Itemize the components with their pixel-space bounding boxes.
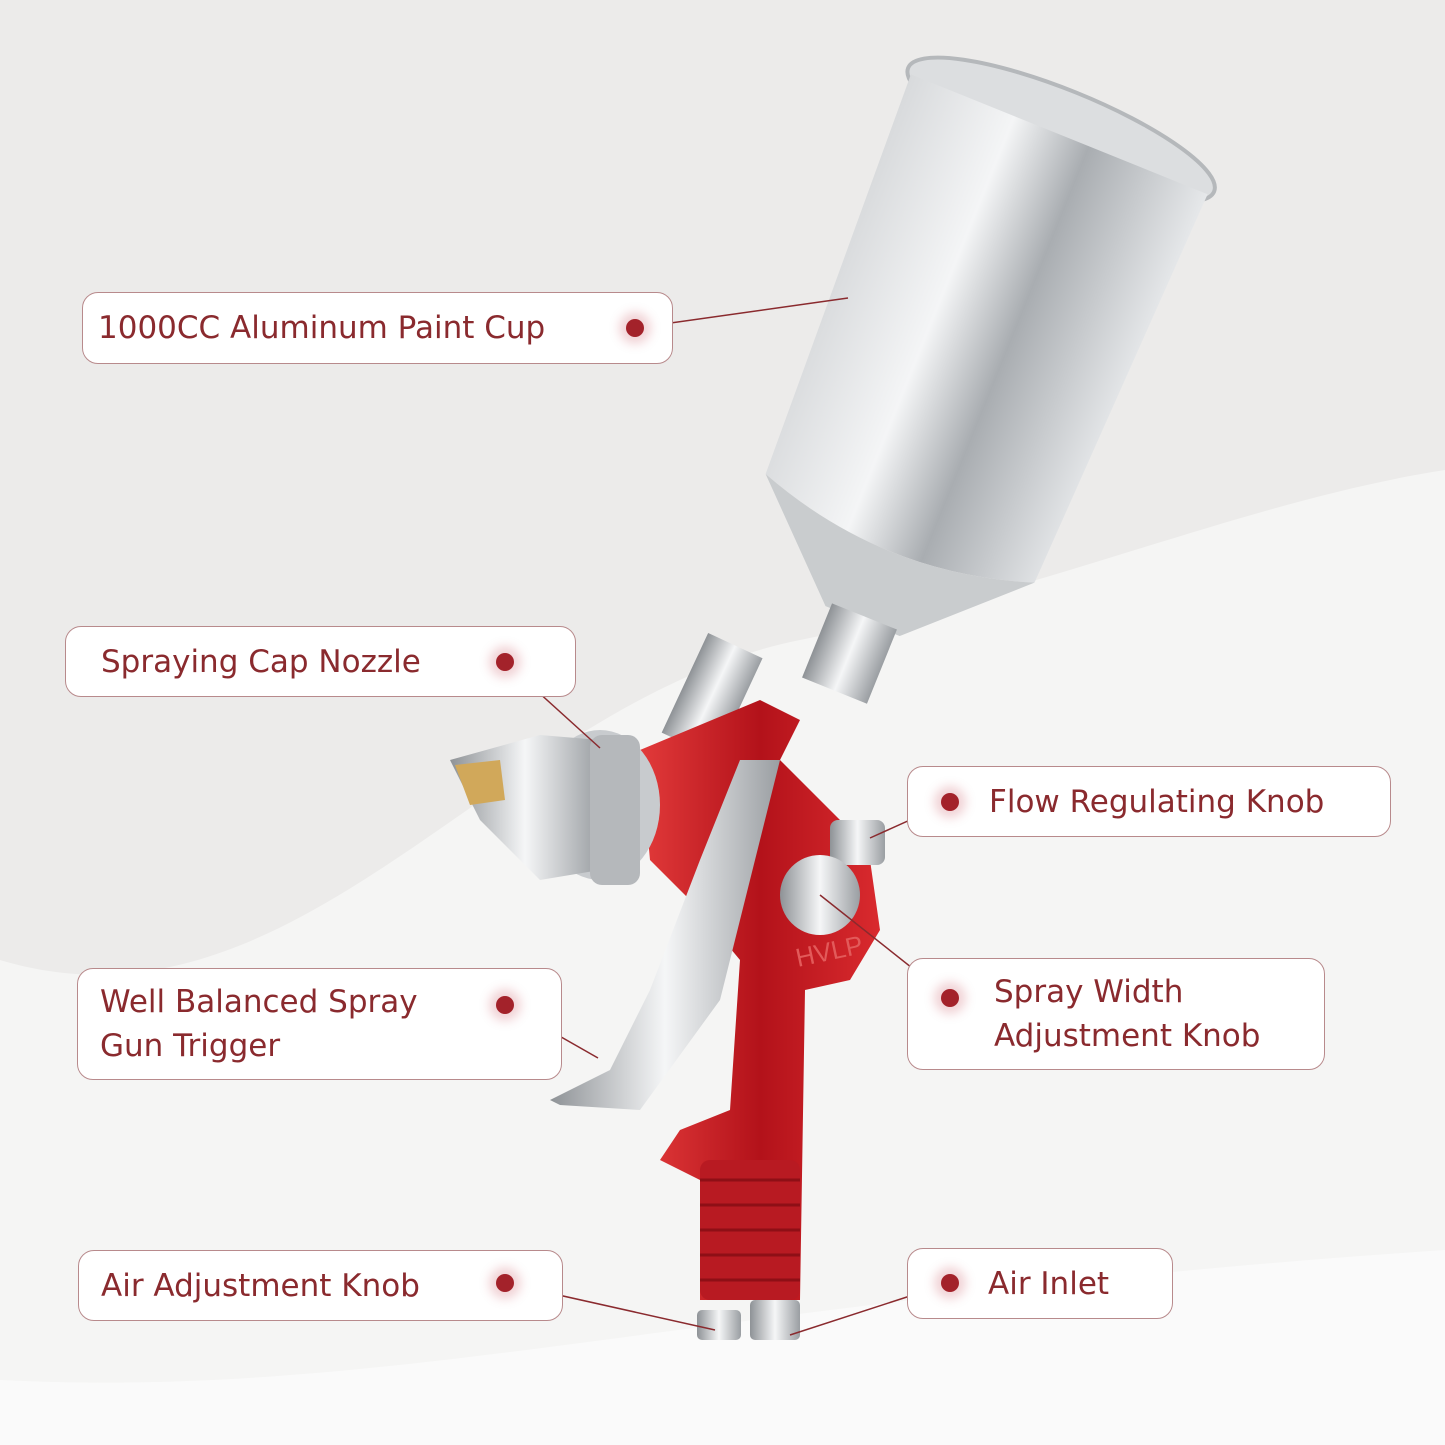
marker-dot (941, 989, 959, 1007)
gun-body: HVLP (640, 700, 880, 1300)
spray-nozzle (450, 730, 660, 885)
callout-air-adjustment-knob: Air Adjustment Knob (78, 1250, 563, 1321)
callout-label: Flow Regulating Knob (989, 783, 1325, 820)
callout-paint-cup: 1000CC Aluminum Paint Cup (82, 292, 673, 364)
callout-label-line1: Spray Width (994, 974, 1184, 1010)
flow-knob (830, 820, 885, 865)
callout-label: 1000CC Aluminum Paint Cup (98, 310, 546, 346)
callout-air-inlet: Air Inlet (907, 1248, 1173, 1319)
marker-dot (496, 1274, 514, 1292)
air-adjustment-knob (697, 1310, 741, 1340)
callout-label-line1: Well Balanced Spray (100, 984, 418, 1020)
paint-cup (765, 55, 1217, 704)
trigger (550, 760, 780, 1110)
callout-spraying-cap-nozzle: Spraying Cap Nozzle (65, 626, 576, 697)
callout-label: Air Adjustment Knob (101, 1267, 420, 1304)
callout-label: Spraying Cap Nozzle (101, 643, 421, 680)
marker-dot (941, 1274, 959, 1292)
air-inlet (750, 1300, 800, 1340)
marker-dot (941, 793, 959, 811)
marker-dot (626, 319, 644, 337)
callout-label: Air Inlet (988, 1265, 1110, 1302)
marker-dot (496, 653, 514, 671)
marker-dot (496, 996, 514, 1014)
callout-flow-regulating-knob: Flow Regulating Knob (907, 766, 1391, 837)
callout-label-line2: Adjustment Knob (994, 1018, 1261, 1054)
callout-label-line2: Gun Trigger (100, 1028, 281, 1064)
